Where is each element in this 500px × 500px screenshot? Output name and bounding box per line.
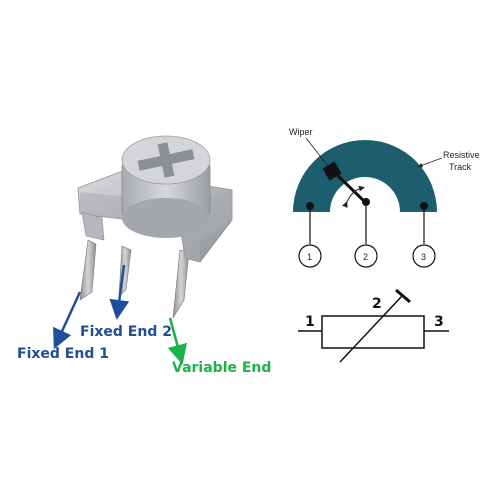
wiper-callout (305, 137, 329, 167)
wiper-rotation-arrow (342, 185, 365, 208)
label-fixed-end-2: Fixed End 2 (80, 324, 172, 340)
arrow-variable-end (167, 317, 188, 365)
pin-label-1: 1 (307, 252, 312, 262)
symbol-pin-3: 3 (434, 314, 444, 330)
label-track: Track (449, 162, 472, 172)
label-resistive: Resistive (443, 150, 480, 160)
pin-circle-1 (298, 244, 322, 268)
label-variable-end: Variable End (172, 360, 271, 376)
arrow-fixed-end-2 (109, 264, 130, 320)
label-wiper: Wiper (289, 127, 313, 137)
label-fixed-end-1: Fixed End 1 (17, 346, 109, 362)
wiper-contact (322, 161, 342, 181)
symbol-resistor-body (321, 315, 425, 349)
symbol-wiper-diagonal (339, 295, 403, 363)
pin-label-2: 2 (363, 252, 368, 262)
pin-circle-2 (354, 244, 378, 268)
track-callout (417, 157, 443, 168)
pin-label-3: 3 (421, 252, 426, 262)
pin-circle-3 (412, 244, 436, 268)
internal-structure: 1 2 3 Wiper Resistive Track (289, 127, 480, 268)
symbol-pin-2: 2 (372, 296, 382, 312)
symbol-wiper-cap (395, 288, 411, 304)
resistive-track (293, 140, 437, 212)
body-tab (81, 211, 105, 241)
symbol-pin-1: 1 (305, 314, 315, 330)
cap-bottom (122, 198, 210, 238)
leg-3 (172, 249, 190, 319)
leg-1 (79, 239, 97, 301)
arrow-fixed-end-1 (53, 291, 82, 350)
cross-slot-icon (137, 142, 195, 178)
trimmer-potentiometer-icon (77, 135, 233, 319)
variable-resistor-symbol: 1 2 3 (298, 288, 449, 363)
